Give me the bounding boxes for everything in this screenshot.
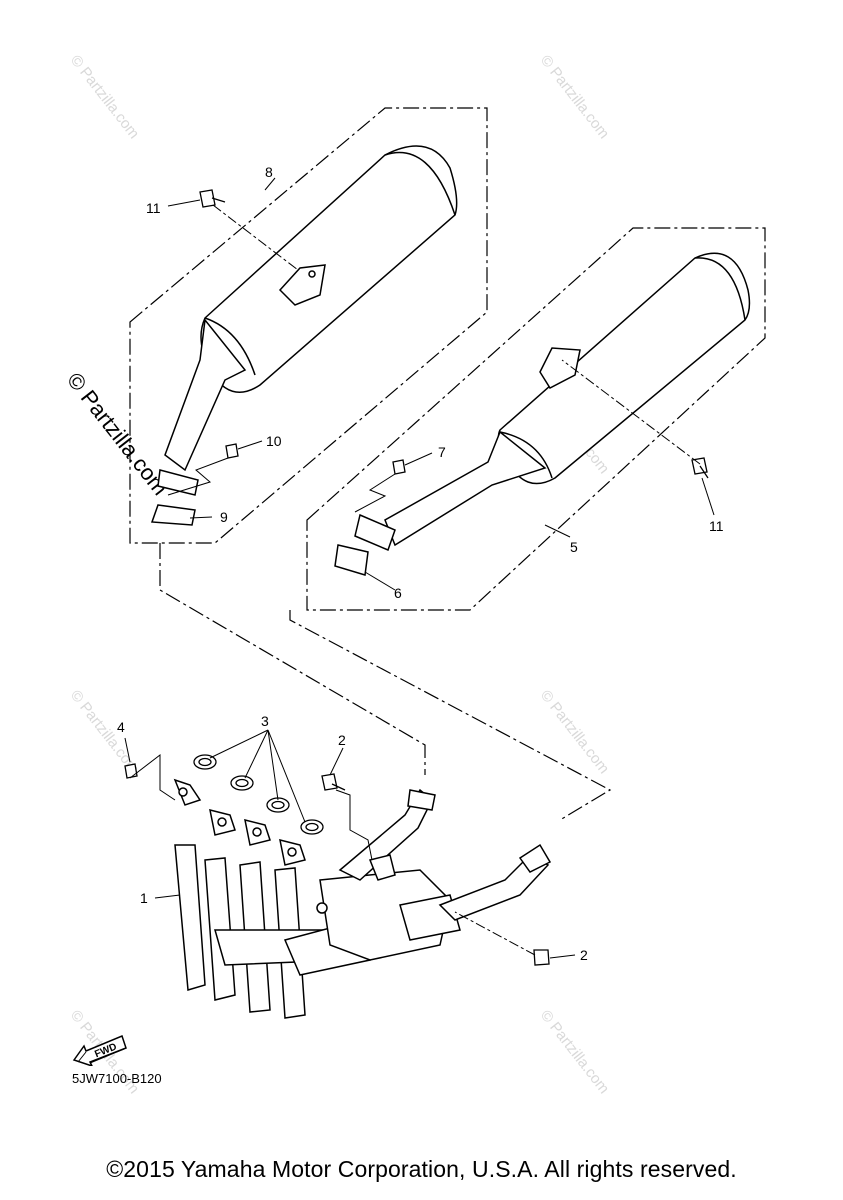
leader-left-muffler-to-header [159, 543, 426, 775]
callout-1: 1 [140, 890, 148, 906]
callout-5: 5 [570, 539, 578, 555]
watermark: © Partzilla.com [537, 52, 613, 142]
watermark-prominent: © Partzilla.com [62, 368, 173, 500]
bolt-2-bottom [533, 949, 550, 966]
nut-10 [225, 443, 239, 459]
forward-arrow-icon: FWD [72, 1034, 127, 1066]
muffler-right [334, 252, 751, 576]
bolt-11-right [691, 457, 709, 479]
callout-11-left: 11 [146, 200, 161, 216]
outline-left-muffler [129, 107, 488, 544]
muffler-left [150, 145, 458, 526]
leaders [124, 177, 715, 959]
nut-4 [124, 763, 138, 779]
watermark: © Partzilla.com [537, 687, 613, 777]
diagram-code: 5JW7100-B120 [72, 1071, 162, 1086]
gaskets [193, 754, 324, 835]
exhaust-header [173, 778, 552, 1019]
outline-right-muffler [306, 227, 766, 611]
watermark: © Partzilla.com [537, 1007, 613, 1097]
callout-4: 4 [117, 719, 125, 735]
nut-7 [392, 459, 406, 475]
watermark: © Partzilla.com [67, 52, 143, 142]
callout-2-bottom: 2 [580, 947, 588, 963]
callout-8: 8 [265, 164, 273, 180]
callout-7: 7 [438, 444, 446, 460]
group-outlines [129, 107, 766, 821]
callouts: 8 11 10 9 7 11 5 6 4 3 2 1 2 [117, 164, 724, 963]
watermark: © Partzilla.com [67, 687, 143, 777]
bolt-11-left [199, 189, 226, 208]
leader-right-muffler-to-header [289, 610, 612, 821]
callout-6: 6 [394, 585, 402, 601]
callout-3: 3 [261, 713, 269, 729]
bolt-2-top [321, 773, 346, 791]
callout-2-top: 2 [338, 732, 346, 748]
callout-10: 10 [266, 433, 282, 449]
callout-11-right: 11 [709, 518, 724, 534]
callout-9: 9 [220, 509, 228, 525]
fasteners [124, 189, 709, 966]
fwd-label: FWD [93, 1042, 118, 1061]
copyright-footer: ©2015 Yamaha Motor Corporation, U.S.A. A… [106, 1156, 737, 1182]
